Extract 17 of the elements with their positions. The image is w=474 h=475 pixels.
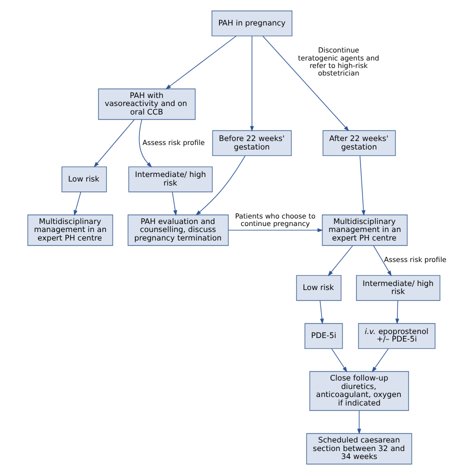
arrow <box>172 192 178 216</box>
arrow <box>331 348 348 372</box>
arrow <box>360 155 366 216</box>
arrow <box>228 228 324 232</box>
arrow <box>74 192 82 216</box>
arrow <box>372 348 389 372</box>
arrow <box>94 119 135 168</box>
arrow <box>373 245 392 276</box>
arrow <box>328 245 354 276</box>
arrow <box>395 300 400 324</box>
arrow <box>165 36 237 90</box>
arrow <box>262 36 350 132</box>
arrow <box>357 410 362 434</box>
arrow <box>250 36 254 132</box>
arrow <box>196 155 246 216</box>
arrow <box>138 119 152 168</box>
arrow <box>320 300 324 324</box>
